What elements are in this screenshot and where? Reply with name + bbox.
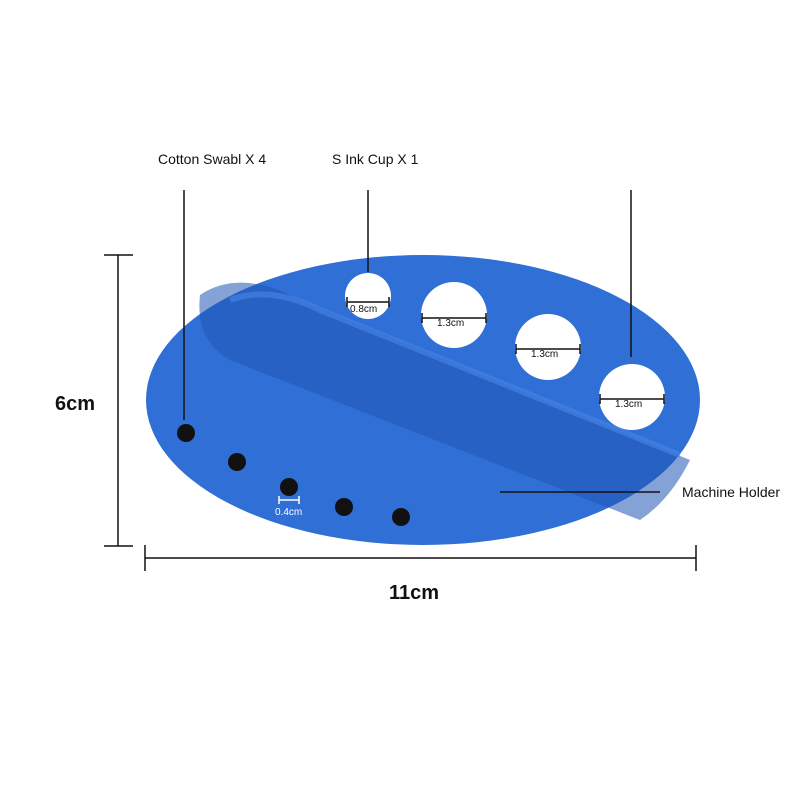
groove-highlight xyxy=(228,291,682,458)
pin-hole-1 xyxy=(177,424,195,442)
hole-diameter-marks xyxy=(346,297,665,404)
pin-hole-size: 0.4cm xyxy=(275,507,303,518)
large-cup-1-size: 1.3cm xyxy=(437,318,465,329)
cotton-swab-label: Cotton Swabl X 4 xyxy=(158,151,267,167)
height-dimension: 6cm xyxy=(55,393,96,415)
callout-lines xyxy=(183,190,660,493)
small-cup-hole xyxy=(345,273,391,319)
large-cup-hole-1 xyxy=(421,282,487,348)
machine-holder-label: Machine Holder xyxy=(682,484,781,500)
small-cup-size: 0.8cm xyxy=(350,304,378,315)
large-cup-3-size: 1.3cm xyxy=(615,399,643,410)
large-cup-hole-3 xyxy=(599,364,665,430)
machine-holder-groove xyxy=(199,282,690,520)
pin-hole-mark xyxy=(278,496,300,504)
pin-hole-4 xyxy=(335,498,353,516)
ink-cup-label: S Ink Cup X 1 xyxy=(332,151,419,167)
large-cup-hole-2 xyxy=(515,314,581,380)
width-dimension: 11cm xyxy=(389,582,440,604)
dimension-lines xyxy=(104,254,697,571)
large-cup-2-size: 1.3cm xyxy=(531,349,559,360)
pin-hole-2 xyxy=(228,453,246,471)
pin-hole-5 xyxy=(392,508,410,526)
pin-hole-3 xyxy=(280,478,298,496)
